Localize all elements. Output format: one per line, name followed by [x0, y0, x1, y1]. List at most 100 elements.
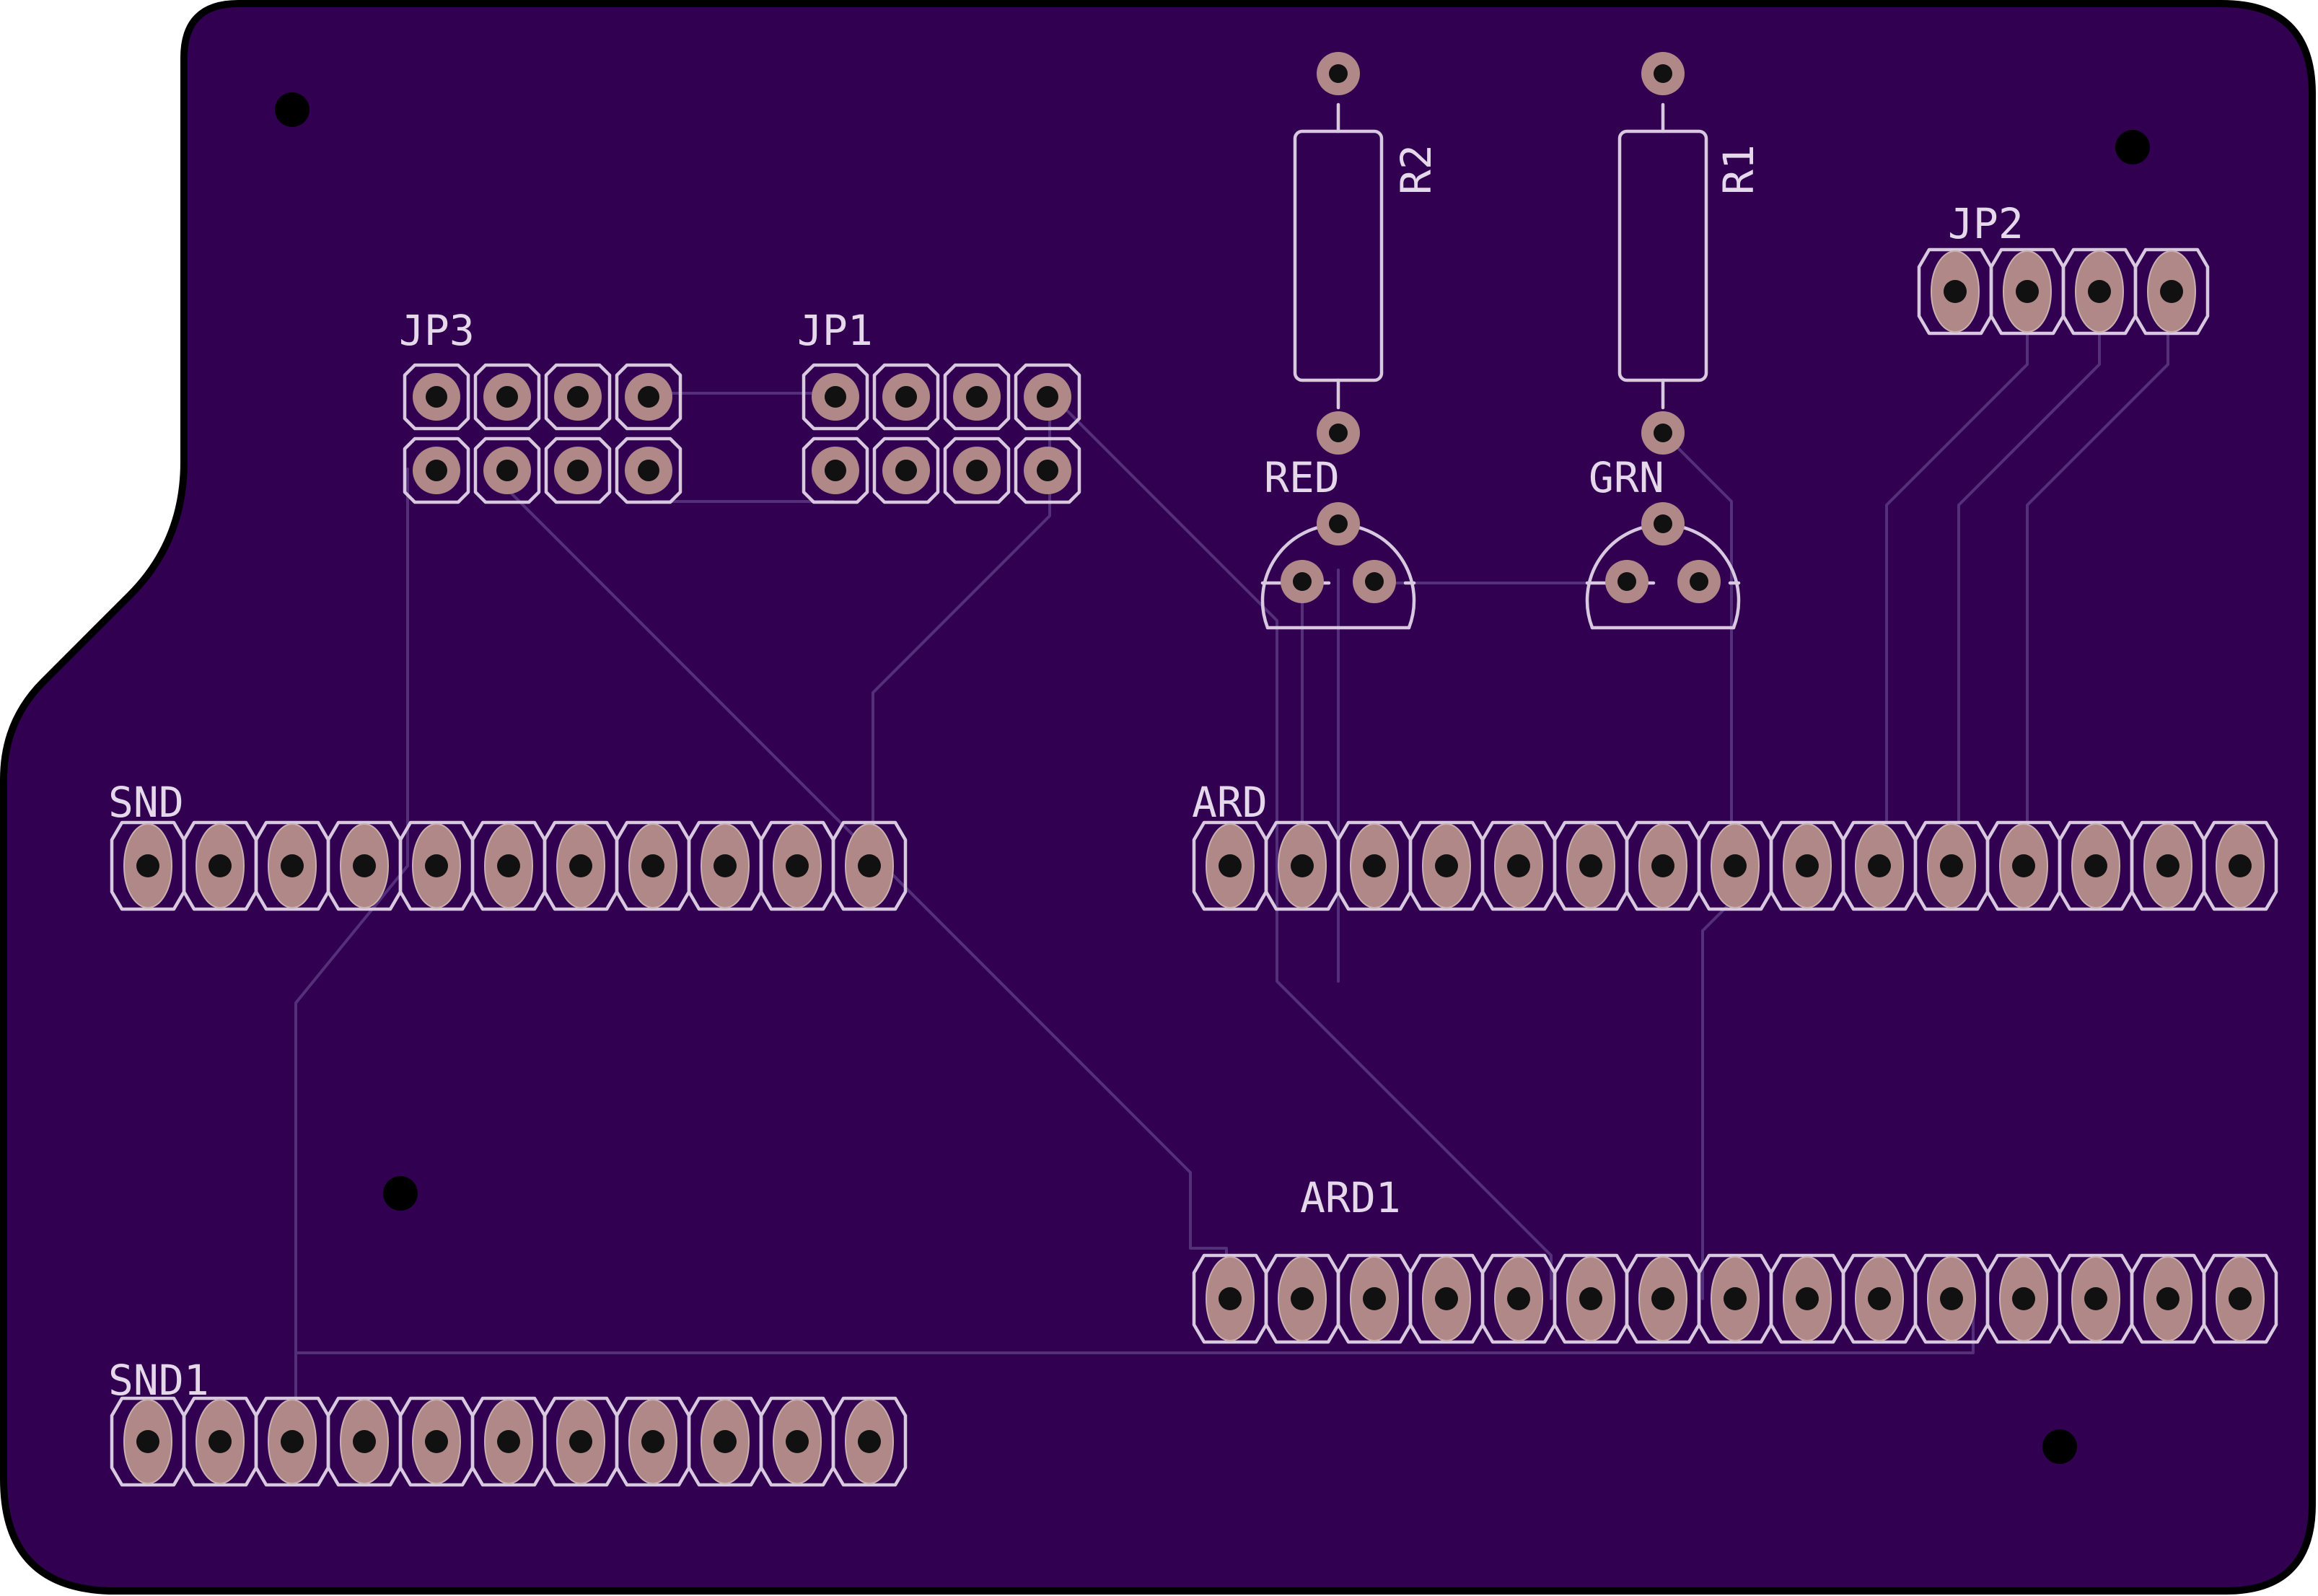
- drill: [825, 386, 846, 408]
- pin-outline: [326, 1396, 403, 1487]
- drill: [496, 460, 518, 481]
- pin-outline: [831, 820, 908, 911]
- drill: [2012, 854, 2035, 877]
- pin-outline: [1769, 820, 1845, 911]
- drill: [2229, 1287, 2252, 1310]
- drill: [1796, 1287, 1819, 1310]
- drill: [966, 386, 988, 408]
- drill: [1329, 64, 1348, 83]
- pin-outline: [802, 363, 869, 431]
- drill: [1579, 1287, 1602, 1310]
- drill: [1291, 854, 1314, 877]
- drill: [426, 386, 447, 408]
- label-r2: R2: [1392, 144, 1441, 195]
- drill: [1654, 64, 1672, 83]
- pin-outline: [470, 820, 547, 911]
- mounting-hole: [2115, 130, 2150, 165]
- label-snd: SND: [108, 778, 184, 827]
- label-snd1: SND1: [108, 1356, 209, 1405]
- drill: [2012, 1287, 2035, 1310]
- pin-outline: [872, 437, 940, 504]
- drill: [425, 854, 448, 877]
- header-jp1: [802, 363, 1081, 504]
- drill: [569, 854, 592, 877]
- drill: [1724, 854, 1747, 877]
- drill: [714, 1430, 737, 1453]
- drill: [2088, 280, 2111, 303]
- led-grn: [1585, 502, 1741, 630]
- mounting-hole: [275, 92, 309, 127]
- pin-outline: [398, 1396, 475, 1487]
- drill: [2156, 854, 2179, 877]
- pin-outline: [1192, 1253, 1268, 1344]
- pin-outline: [615, 437, 682, 504]
- drill: [2160, 280, 2183, 303]
- drill: [567, 460, 589, 481]
- pin-outline: [543, 820, 619, 911]
- pin-outline: [1336, 1253, 1413, 1344]
- drill: [638, 460, 659, 481]
- drill: [496, 386, 518, 408]
- pin-outline: [403, 363, 470, 431]
- pin-outline: [1553, 820, 1629, 911]
- pin-outline: [1985, 820, 2062, 911]
- drill: [1219, 1287, 1242, 1310]
- mounting-holes: [275, 92, 2150, 1464]
- label-r1: R1: [1714, 144, 1763, 195]
- label-jp1: JP1: [797, 306, 873, 355]
- drill: [208, 1430, 232, 1453]
- pin-outline: [254, 1396, 330, 1487]
- pin-outline: [943, 437, 1011, 504]
- drill: [1363, 854, 1386, 877]
- label-jp3: JP3: [399, 306, 475, 355]
- drill: [2229, 854, 2252, 877]
- pin-outline: [544, 437, 612, 504]
- pin-outline: [831, 1396, 908, 1487]
- pin-outline: [473, 437, 541, 504]
- label-ard1: ARD1: [1300, 1173, 1401, 1222]
- pin-outline: [1014, 437, 1081, 504]
- drill: [858, 854, 881, 877]
- pin-outline: [687, 820, 763, 911]
- header-snd1: [110, 1396, 908, 1487]
- label-ard: ARD: [1192, 778, 1268, 827]
- drill: [136, 854, 159, 877]
- drill: [1868, 854, 1891, 877]
- label-grn: GRN: [1589, 453, 1664, 502]
- pin-outline: [872, 363, 940, 431]
- drill: [825, 460, 846, 481]
- pin-outline: [2202, 820, 2278, 911]
- pin-outline: [1917, 247, 1993, 336]
- drill: [1507, 854, 1530, 877]
- drill: [1724, 1287, 1747, 1310]
- drill: [641, 1430, 664, 1453]
- header-jp2: [1917, 247, 2210, 336]
- label-red: RED: [1264, 453, 1340, 502]
- pin-outline: [470, 1396, 547, 1487]
- drill: [1654, 514, 1672, 533]
- led-red: [1260, 502, 1416, 630]
- drill: [1940, 854, 1963, 877]
- pin-outline: [254, 820, 330, 911]
- drill: [1868, 1287, 1891, 1310]
- pin-outline: [1408, 1253, 1485, 1344]
- drill: [497, 1430, 520, 1453]
- drill: [1651, 1287, 1674, 1310]
- pin-outline: [759, 820, 835, 911]
- pin-outline: [1769, 1253, 1845, 1344]
- pin-outline: [615, 363, 682, 431]
- header-snd: [110, 820, 908, 911]
- pin-outline: [2058, 820, 2134, 911]
- drill: [641, 854, 664, 877]
- drill: [567, 386, 589, 408]
- drill: [1037, 460, 1058, 481]
- pin-outline: [2130, 820, 2206, 911]
- drill: [2156, 1287, 2179, 1310]
- drill: [1651, 854, 1674, 877]
- pin-outline: [1336, 820, 1413, 911]
- drill: [136, 1430, 159, 1453]
- pin-outline: [326, 820, 403, 911]
- pin-outline: [1192, 820, 1268, 911]
- drill: [1037, 386, 1058, 408]
